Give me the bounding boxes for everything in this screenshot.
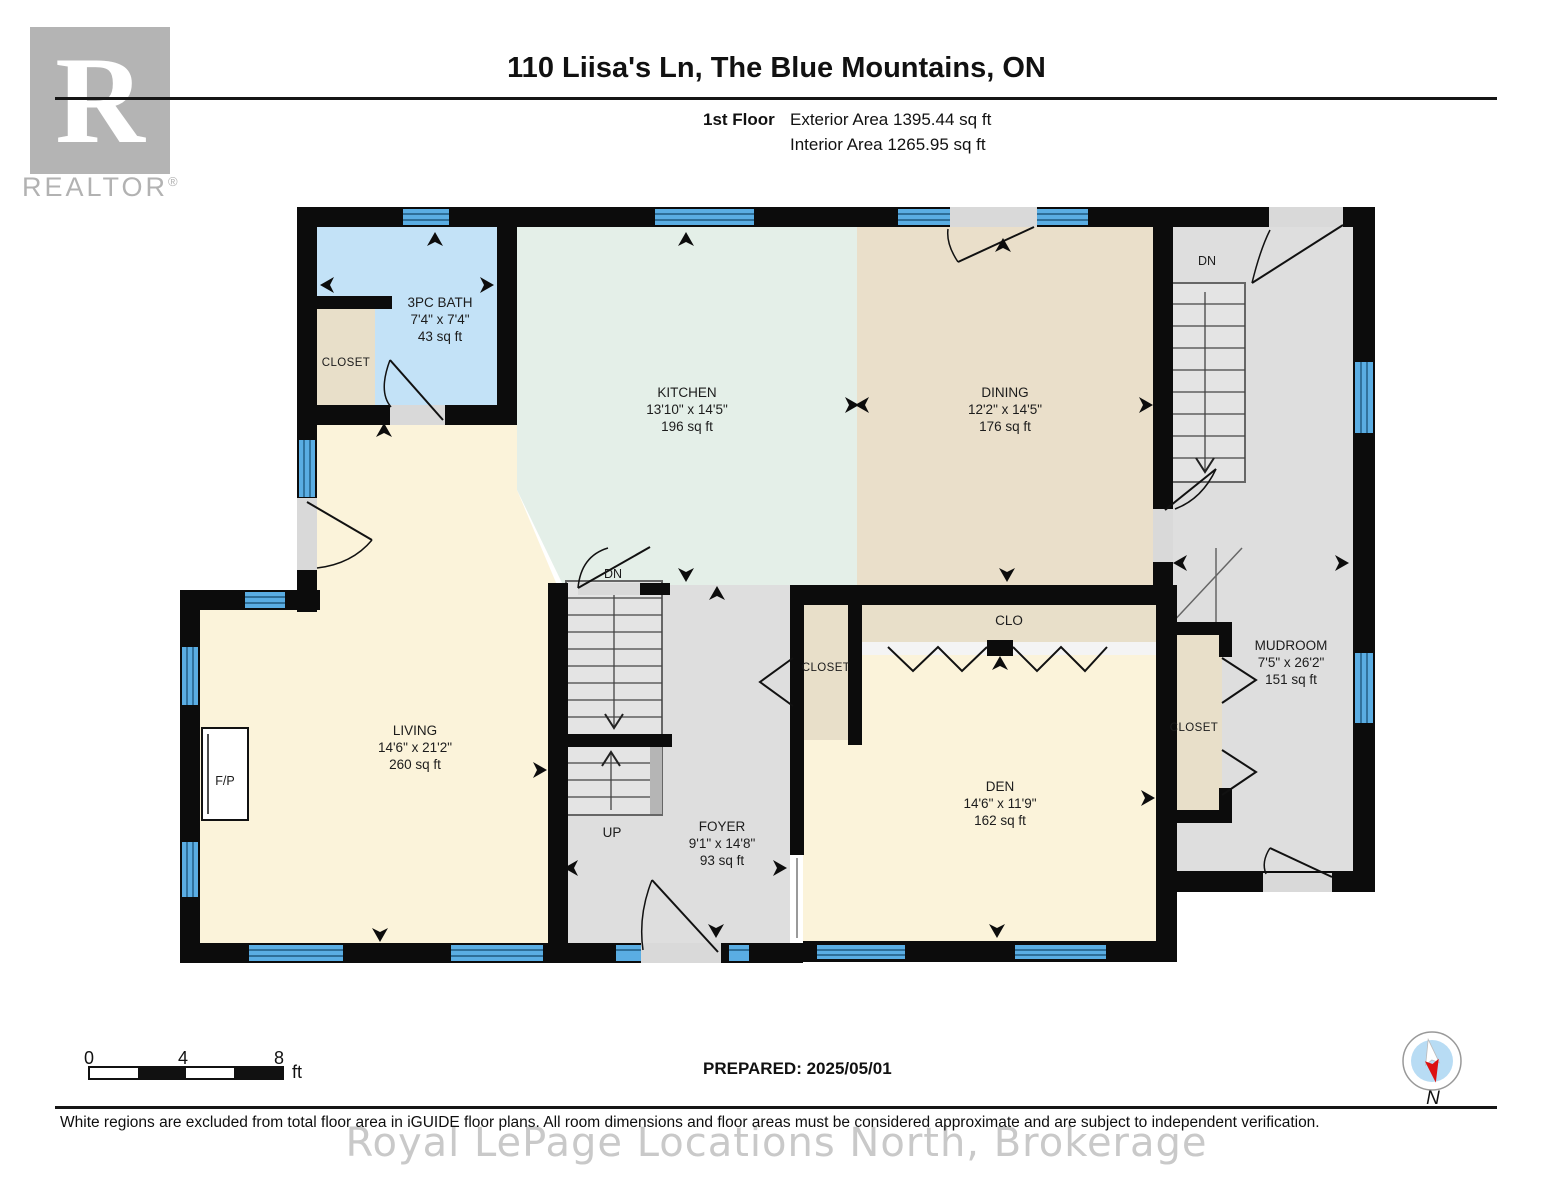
den-dims: 14'6" x 11'9" <box>963 796 1036 811</box>
door-basement-stairs <box>578 583 640 595</box>
interior-area: Interior Area 1265.95 sq ft <box>790 135 986 154</box>
dining-label: DINING <box>981 385 1028 400</box>
fireplace-label: F/P <box>215 774 234 788</box>
windows <box>182 209 1373 961</box>
den-closet-bifold-right <box>1012 645 1108 673</box>
foyer-dims: 9'1" x 14'8" <box>689 836 756 851</box>
scale-segment <box>138 1068 186 1078</box>
foyer-label: FOYER <box>699 819 746 834</box>
room-living-area <box>200 425 557 943</box>
room-dining-area <box>857 227 1153 585</box>
dining-dims: 12'2" x 14'5" <box>968 402 1042 417</box>
mudroom-area: 151 sq ft <box>1265 672 1317 687</box>
disclaimer-text: White regions are excluded from total fl… <box>60 1114 1320 1131</box>
scale-unit: ft <box>292 1062 303 1082</box>
living-area: 260 sq ft <box>389 757 441 772</box>
realtor-logo-letter: R <box>55 31 145 169</box>
mudroom-closet-door-top <box>1221 657 1258 704</box>
bath-closet-area <box>317 309 375 407</box>
kitchen-label: KITCHEN <box>657 385 716 400</box>
doors <box>297 207 1344 963</box>
bath-dims: 7'4" x 7'4" <box>410 312 469 327</box>
exterior-area: Exterior Area 1395.44 sq ft <box>790 110 992 129</box>
compass-north-label: N <box>1426 1088 1440 1109</box>
foyer-area: 93 sq ft <box>700 853 745 868</box>
bath-label: 3PC BATH <box>407 295 472 310</box>
kitchen-area: 196 sq ft <box>661 419 713 434</box>
door-front-entry <box>641 943 721 963</box>
bifold-doors <box>758 645 1258 938</box>
door-dining-mudroom <box>1153 509 1173 562</box>
room-fills <box>200 227 1353 943</box>
page-title: 110 Liisa's Ln, The Blue Mountains, ON <box>507 52 1046 84</box>
scale-segment <box>90 1068 138 1078</box>
scale-segment <box>234 1068 282 1078</box>
den-area: 162 sq ft <box>974 813 1026 828</box>
stairs-up-label: UP <box>603 825 622 840</box>
kitchen-dims: 13'10" x 14'5" <box>646 402 728 417</box>
scale-label-8: 8 <box>274 1048 285 1068</box>
stairs-dn-foyer-label: DN <box>604 567 622 581</box>
den-closet-label: CLO <box>995 613 1023 628</box>
room-kitchen-area <box>517 227 857 585</box>
scale-bar <box>88 1066 284 1080</box>
door-bath <box>390 405 445 425</box>
registered-mark: ® <box>168 174 181 189</box>
living-label: LIVING <box>393 723 437 738</box>
dining-area: 176 sq ft <box>979 419 1031 434</box>
scale-label-0: 0 <box>84 1048 95 1068</box>
door-mudroom-top <box>1269 207 1343 227</box>
prepared-date: PREPARED: 2025/05/01 <box>703 1059 892 1078</box>
mudroom-label: MUDROOM <box>1255 638 1328 653</box>
footer-divider <box>55 1106 1497 1109</box>
stairs-foyer-up <box>565 745 663 816</box>
mudroom-closet-door-bottom <box>1221 749 1258 796</box>
stairs-foyer-down <box>565 580 663 743</box>
scale-label-4: 4 <box>178 1048 189 1068</box>
mudroom-closet-label: CLOSET <box>1170 722 1218 734</box>
foyer-closet-label: CLOSET <box>802 662 850 674</box>
den-label: DEN <box>986 779 1015 794</box>
bath-area: 43 sq ft <box>418 329 463 344</box>
direction-arrows <box>320 232 1349 942</box>
living-dims: 14'6" x 21'2" <box>378 740 452 755</box>
floor-label: 1st Floor <box>703 110 775 129</box>
door-living-side <box>297 498 317 570</box>
fireplace <box>201 727 249 821</box>
foyer-closet-door <box>758 657 794 707</box>
door-mudroom-bottom <box>1263 873 1332 892</box>
den-closet-bifold-left <box>887 645 988 673</box>
header-divider <box>55 97 1497 100</box>
brokerage-watermark: Royal LePage Locations North, Brokerage <box>345 1120 1208 1166</box>
realtor-logo: R <box>30 27 170 174</box>
realtor-logo-word: REALTOR® <box>22 172 181 202</box>
foyer-closet-area <box>803 592 848 740</box>
scale-segment <box>186 1068 234 1078</box>
stairs-dn-mudroom-label: DN <box>1198 254 1216 268</box>
door-dining-top <box>950 207 1037 227</box>
mudroom-dims: 7'5" x 26'2" <box>1258 655 1325 670</box>
bath-closet-label: CLOSET <box>322 357 370 369</box>
stairs-mudroom-down <box>1165 282 1246 626</box>
room-labels: 3PC BATH 7'4" x 7'4" 43 sq ft KITCHEN 13… <box>215 254 1327 868</box>
compass-icon <box>1402 1031 1462 1091</box>
